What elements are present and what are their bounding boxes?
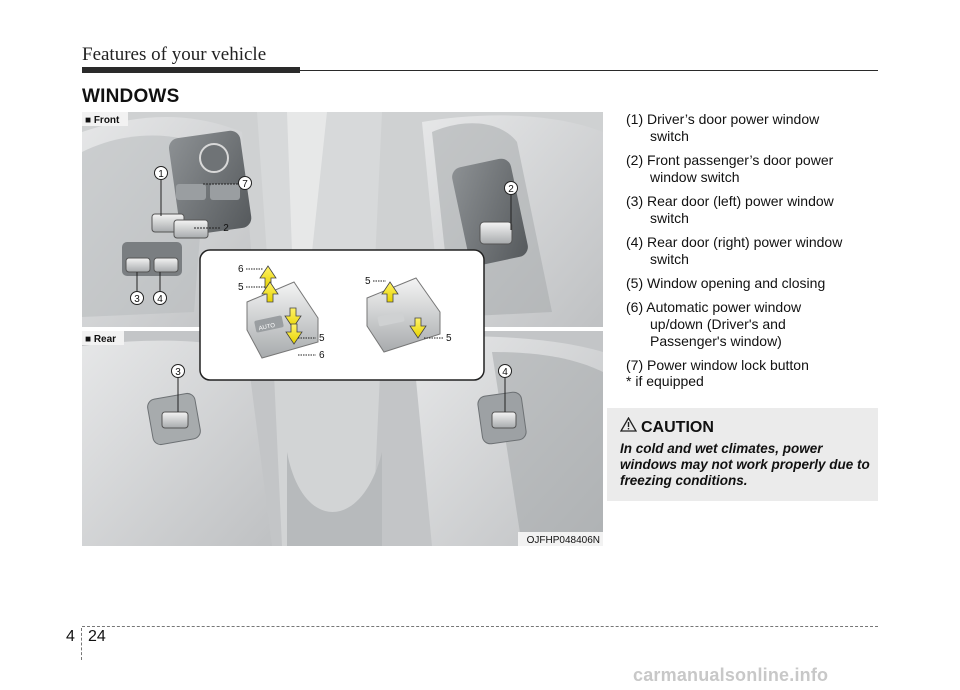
arrow-up-right: [381, 281, 399, 303]
section-title: WINDOWS: [82, 86, 180, 107]
list-item: (1) Driver’s door power window switch: [626, 111, 896, 145]
inset-label-5-top: 5: [238, 282, 244, 293]
list-text: Driver’s door power window: [647, 111, 820, 127]
list-number: (6): [626, 299, 644, 315]
footer-separator: [81, 628, 82, 660]
list-text-continued: switch: [650, 128, 689, 144]
list-text-continued: switch: [650, 210, 689, 226]
list-text-continued: Passenger's window): [650, 333, 782, 349]
page-number: 24: [88, 628, 106, 645]
list-text-continued: switch: [650, 251, 689, 267]
caution-box: CAUTION In cold and wet climates, power …: [607, 408, 878, 501]
list-number: (7): [626, 357, 644, 373]
warning-triangle-icon: [619, 416, 638, 437]
callout-1: 1: [158, 169, 164, 180]
caution-title: CAUTION: [641, 419, 714, 436]
inset-label-6-top: 6: [238, 264, 244, 275]
list-number: (1): [626, 111, 644, 127]
callout-3: 3: [134, 294, 140, 305]
list-item: (6) Automatic power window up/down (Driv…: [626, 299, 896, 350]
list-item: (4) Rear door (right) power window switc…: [626, 234, 896, 268]
header-title: Features of your vehicle: [82, 44, 267, 65]
list-item: (5) Window opening and closing: [626, 275, 896, 292]
front-label: ■ Front: [85, 115, 120, 126]
component-list: (1) Driver’s door power window switch (2…: [626, 111, 896, 381]
callout-4: 4: [157, 294, 163, 305]
arrow-down-right: [409, 317, 427, 339]
list-text: Window opening and closing: [647, 275, 826, 291]
list-number: (5): [626, 275, 644, 291]
footnote: * if equipped: [626, 373, 704, 389]
callout-rear-3: 3: [175, 367, 181, 378]
section-number: 4: [66, 628, 75, 645]
arrow-up: [261, 281, 279, 303]
list-text: Rear door (right) power window: [647, 234, 843, 250]
list-text-continued: window switch: [650, 169, 740, 185]
caution-text: In cold and wet climates, power windows …: [620, 441, 870, 488]
list-text: Rear door (left) power window: [647, 193, 834, 209]
list-text: Automatic power window: [646, 299, 802, 315]
inset-label-5-right-top: 5: [365, 276, 371, 287]
list-number: (4): [626, 234, 644, 250]
callout-right-2: 2: [508, 184, 514, 195]
header-bar: [82, 67, 300, 73]
window-switch-figure: ■ Front ■ Rear 1 7 2 3 4 2 3 4: [82, 112, 603, 546]
callout-2: 2: [223, 223, 229, 234]
list-number: (3): [626, 193, 644, 209]
list-text: Front passenger’s door power: [647, 152, 834, 168]
rear-label: ■ Rear: [85, 334, 116, 345]
arrow-down-auto: [285, 323, 303, 345]
callout-7: 7: [242, 179, 248, 190]
list-item: (2) Front passenger’s door power window …: [626, 152, 896, 186]
list-text-continued: up/down (Driver's and: [650, 316, 786, 332]
callout-rear-4: 4: [502, 367, 508, 378]
list-item: (3) Rear door (left) power window switch: [626, 193, 896, 227]
footer-rule: [82, 626, 878, 627]
list-text: Power window lock button: [647, 357, 809, 373]
inset-label-6-bottom: 6: [319, 350, 325, 361]
header-rule: [300, 70, 878, 71]
inset-label-5-bottom: 5: [319, 333, 325, 344]
figure-code: OJFHP048406N: [527, 535, 600, 546]
inset-label-5-right-bottom: 5: [446, 333, 452, 344]
auto-label: AUTO: [258, 323, 276, 332]
arrow-down: [284, 307, 302, 329]
watermark: carmanualsonline.info: [633, 665, 829, 685]
list-item: (7) Power window lock button: [626, 357, 896, 374]
list-number: (2): [626, 152, 644, 168]
